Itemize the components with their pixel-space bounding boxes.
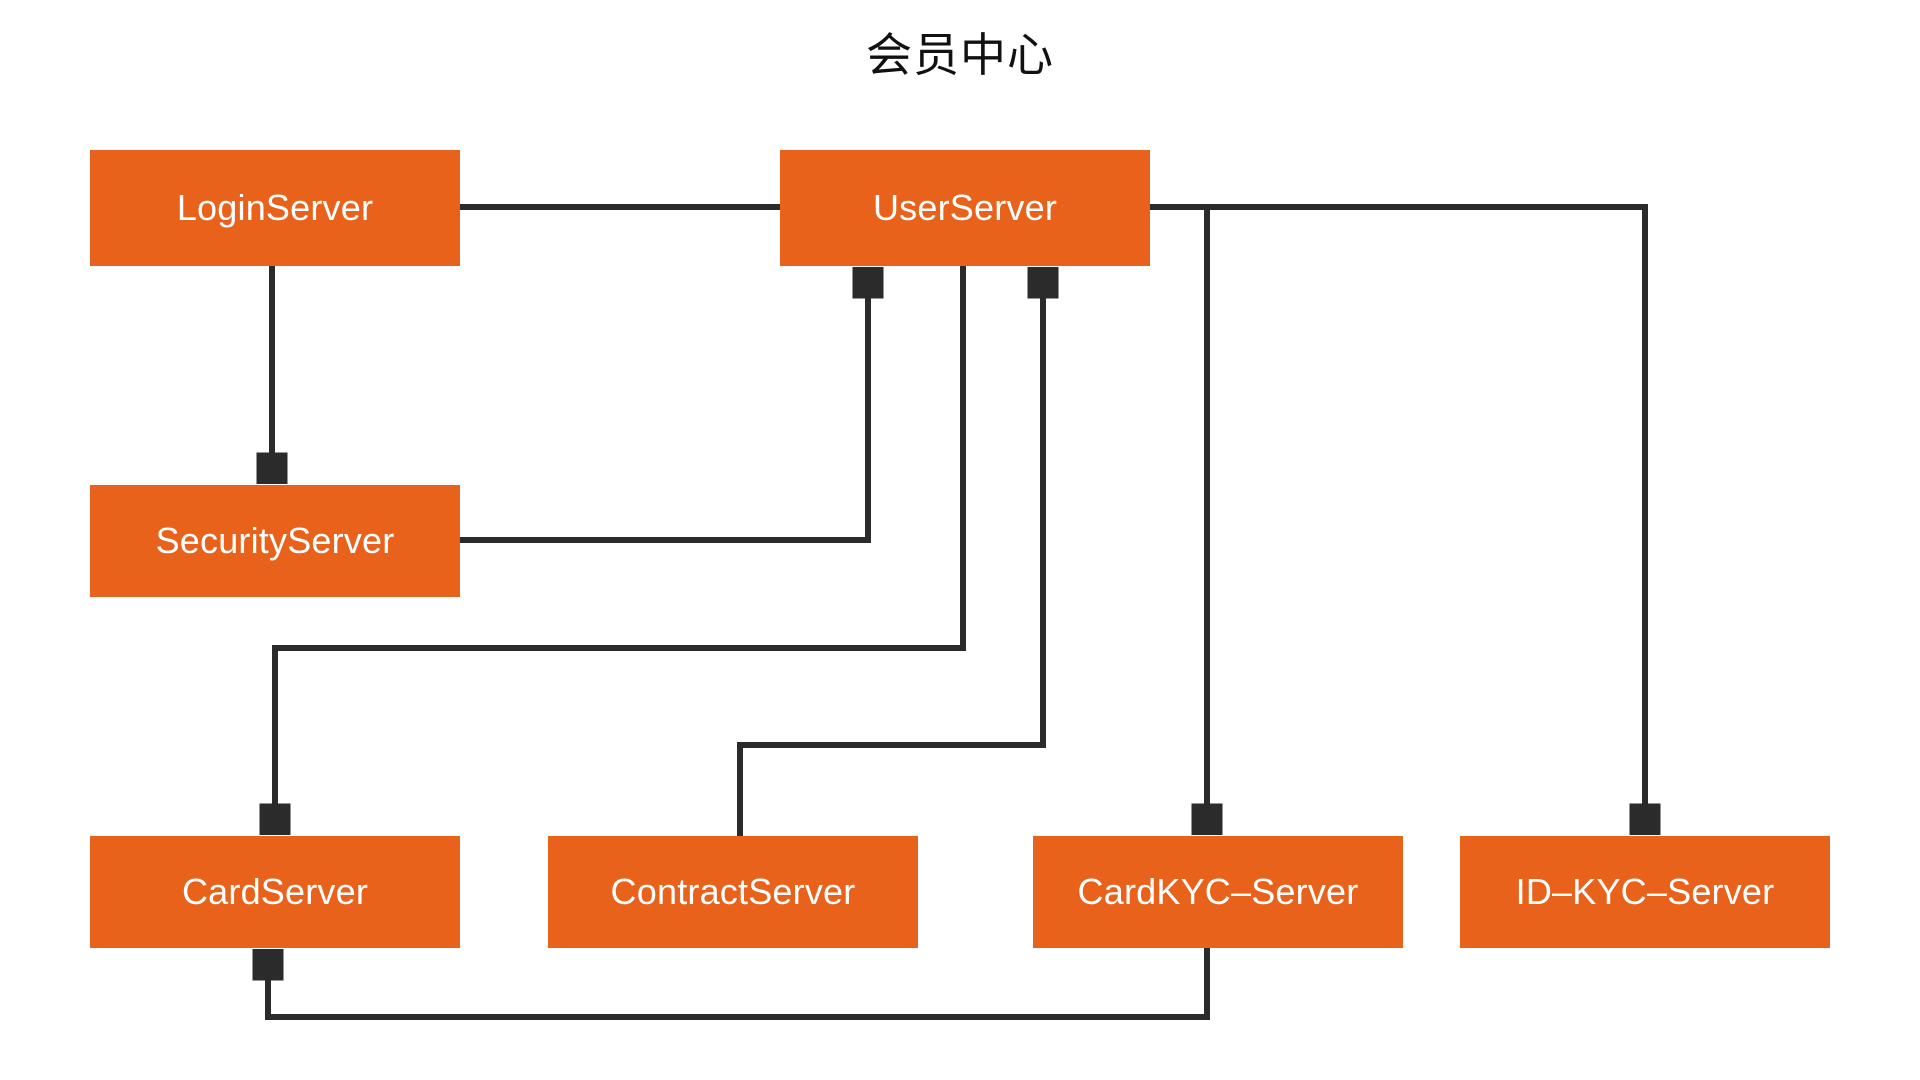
edge-user-to-idkyc — [1150, 204, 1645, 830]
node-login-server[interactable]: LoginServer — [90, 150, 460, 266]
node-cardkyc-server-label: CardKYC–Server — [1077, 871, 1359, 912]
node-contract-server-label: ContractServer — [610, 871, 856, 912]
node-idkyc-server-label: ID–KYC–Server — [1515, 871, 1775, 912]
edge-user-to-cardkyc — [1150, 204, 1207, 830]
node-card-server[interactable]: CardServer — [90, 836, 460, 948]
node-card-server-label: CardServer — [181, 871, 369, 912]
edge-security-to-user — [460, 272, 868, 543]
node-contract-server[interactable]: ContractServer — [548, 836, 918, 948]
node-user-server[interactable]: UserServer — [780, 150, 1150, 266]
node-idkyc-server[interactable]: ID–KYC–Server — [1460, 836, 1830, 948]
node-security-server-label: SecurityServer — [155, 520, 395, 561]
node-user-server-label: UserServer — [872, 187, 1058, 228]
edge-cardkyc-to-card — [268, 948, 1210, 1020]
page-title: 会员中心 — [866, 29, 1054, 81]
node-security-server[interactable]: SecurityServer — [90, 485, 460, 597]
node-cardkyc-server[interactable]: CardKYC–Server — [1033, 836, 1403, 948]
edge-contract-to-user — [737, 272, 1043, 836]
node-login-server-label: LoginServer — [176, 187, 374, 228]
